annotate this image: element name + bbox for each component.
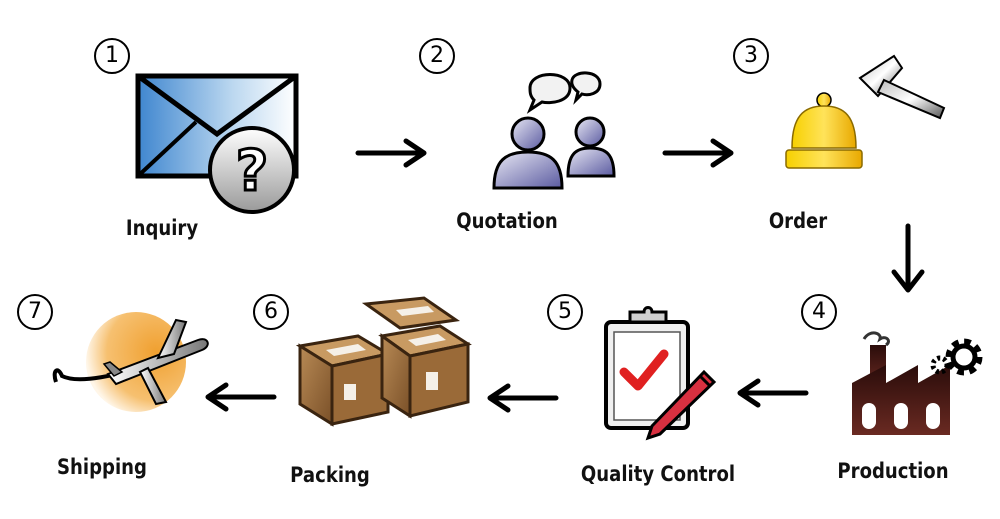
svg-text:?: ? — [236, 139, 268, 204]
arrow-right-2-to-3 — [662, 138, 734, 168]
arrow-right-1-to-2 — [355, 138, 427, 168]
arrow-left-4-to-5 — [737, 378, 809, 408]
step-number-5: 5 — [547, 294, 583, 330]
step-number-4: 4 — [801, 294, 837, 330]
arrow-down-3-to-4 — [891, 223, 925, 293]
step-number-3: 3 — [733, 38, 769, 74]
step-label-quality-control: Quality Control — [580, 462, 736, 486]
people-chat-icon — [492, 71, 616, 190]
step-number-7: 7 — [17, 294, 53, 330]
airplane-globe-icon — [52, 312, 209, 412]
step-number-2: 2 — [419, 38, 455, 74]
arrow-left-5-to-6 — [487, 383, 559, 413]
step-label-inquiry: Inquiry — [125, 216, 199, 240]
step-label-production: Production — [837, 459, 949, 483]
step-number-6: 6 — [253, 294, 289, 330]
step-number-1: 1 — [94, 38, 130, 74]
clipboard-check-icon — [604, 306, 717, 441]
step-label-packing: Packing — [290, 463, 370, 487]
arrow-left-6-to-7 — [205, 382, 277, 412]
bell-hammer-icon — [785, 54, 946, 169]
envelope-question-icon: ? — [135, 73, 299, 214]
step-label-shipping: Shipping — [57, 455, 147, 479]
step-label-order: Order — [768, 209, 828, 233]
step-label-quotation: Quotation — [456, 209, 558, 233]
factory-gear-icon — [852, 331, 983, 435]
boxes-icon — [295, 296, 472, 427]
